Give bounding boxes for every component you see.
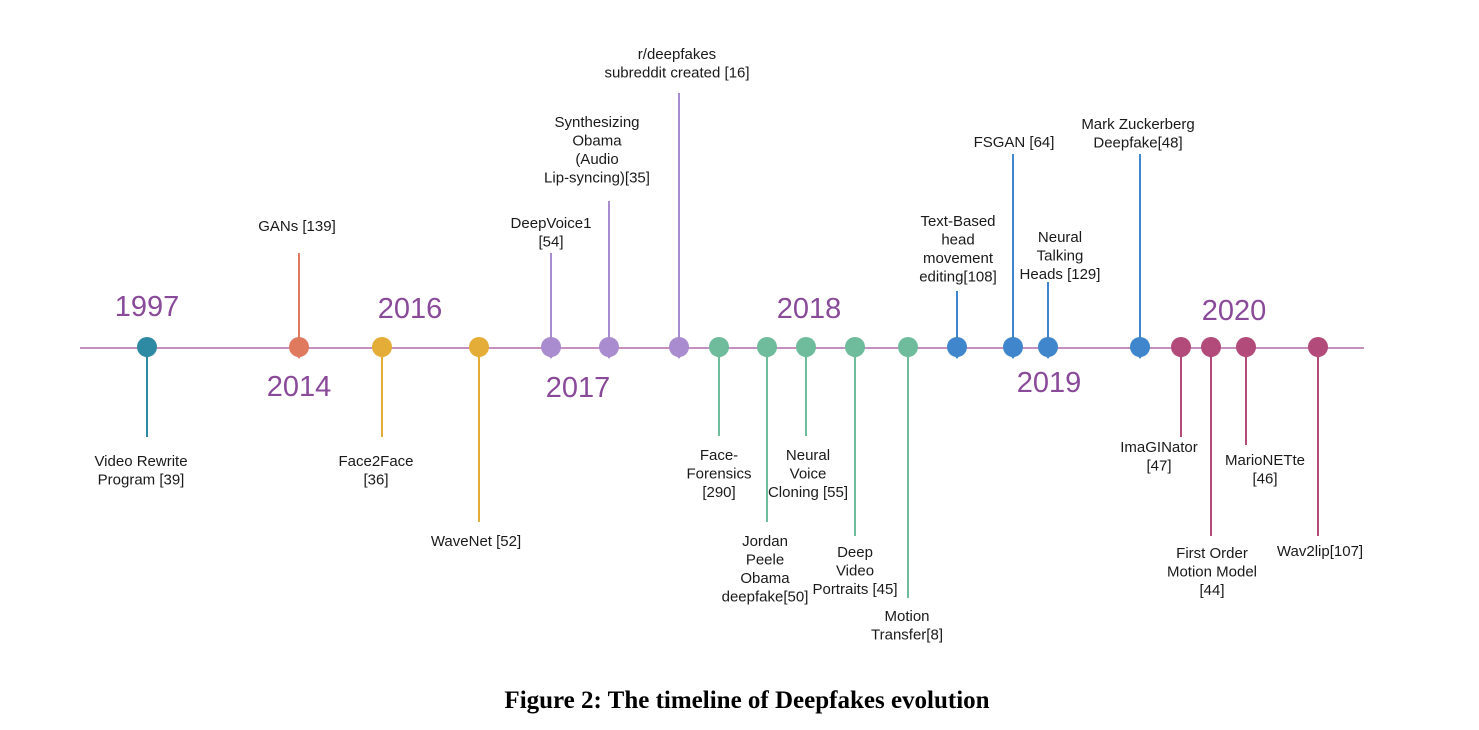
event-label: DeepVoice1 [54] xyxy=(511,215,592,251)
event-label-line: [44] xyxy=(1199,582,1224,599)
event-label-line: editing[108] xyxy=(919,269,997,286)
event-label: WaveNet [52] xyxy=(431,533,521,550)
event-marker xyxy=(947,337,967,357)
event-label-line: Face2Face xyxy=(338,453,413,470)
event-marker xyxy=(1236,337,1256,357)
event-label-line: Peele xyxy=(746,552,784,569)
event-label-line: r/deepfakes xyxy=(638,46,716,63)
event-label-line: GANs [139] xyxy=(258,218,336,235)
event-label: GANs [139] xyxy=(258,218,336,235)
year-label: 2019 xyxy=(1017,367,1082,399)
year-label: 2018 xyxy=(777,293,842,325)
event-label-line: Portraits [45] xyxy=(812,581,897,598)
event-marker xyxy=(1003,337,1023,357)
event-marker xyxy=(1308,337,1328,357)
event-label: Face2Face [36] xyxy=(338,453,413,489)
year-label: 2016 xyxy=(378,293,443,325)
event-label-line: Deep xyxy=(837,544,873,561)
event-label: r/deepfakes subreddit created [16] xyxy=(604,46,749,82)
event-label-line: [36] xyxy=(363,472,388,489)
year-label: 2020 xyxy=(1202,295,1267,327)
event-marker xyxy=(669,337,689,357)
event-label-line: Text-Based xyxy=(920,213,995,230)
event-label-line: Program [39] xyxy=(98,472,185,489)
event-label-line: Obama xyxy=(740,570,790,587)
event-label-line: [46] xyxy=(1252,471,1277,488)
event-label-line: MarioNETte xyxy=(1225,452,1305,469)
event-marker xyxy=(1038,337,1058,357)
event-marker xyxy=(1130,337,1150,357)
event-label-line: Video xyxy=(836,563,874,580)
year-label: 2017 xyxy=(546,372,611,404)
event-marker xyxy=(137,337,157,357)
event-label-line: Synthesizing xyxy=(554,114,639,131)
event-label-line: Transfer[8] xyxy=(871,627,943,644)
event-label: ImaGINator [47] xyxy=(1120,439,1198,475)
event-marker xyxy=(469,337,489,357)
event-label-line: Obama xyxy=(572,133,622,150)
event-label-line: Video Rewrite xyxy=(94,453,187,470)
event-label-line: Motion xyxy=(884,608,929,625)
event-label-line: FSGAN [64] xyxy=(974,134,1055,151)
event-label-line: (Audio xyxy=(575,151,618,168)
year-label: 1997 xyxy=(115,291,180,323)
event-label: Wav2lip[107] xyxy=(1277,543,1363,560)
event-marker xyxy=(1171,337,1191,357)
event-label-line: Face- xyxy=(700,447,738,464)
event-label: FSGAN [64] xyxy=(974,134,1055,151)
event-label-line: Wav2lip[107] xyxy=(1277,543,1363,560)
event-label-line: Neural xyxy=(1038,229,1082,246)
event-label-line: [290] xyxy=(702,484,735,501)
event-label-line: Deepfake[48] xyxy=(1093,135,1182,152)
event-label-line: Jordan xyxy=(742,533,788,550)
event-label: MarioNETte [46] xyxy=(1225,452,1305,488)
event-label-line: Heads [129] xyxy=(1020,266,1101,283)
event-marker xyxy=(796,337,816,357)
event-label-line: Neural xyxy=(786,447,830,464)
event-label-line: [47] xyxy=(1146,458,1171,475)
event-label-line: subreddit created [16] xyxy=(604,65,749,82)
figure-caption: Figure 2: The timeline of Deepfakes evol… xyxy=(504,687,989,714)
event-label-line: Talking xyxy=(1037,248,1084,265)
event-label: Face- Forensics[290] xyxy=(686,447,751,501)
event-label-line: Lip-syncing)[35] xyxy=(544,170,650,187)
event-label-line: head xyxy=(941,232,974,249)
event-label-line: First Order xyxy=(1176,545,1248,562)
event-label-line: ImaGINator xyxy=(1120,439,1198,456)
event-label-line: Mark Zuckerberg xyxy=(1081,116,1194,133)
event-marker xyxy=(898,337,918,357)
event-marker xyxy=(599,337,619,357)
event-label-line: Cloning [55] xyxy=(768,484,848,501)
event-marker xyxy=(845,337,865,357)
year-label: 2014 xyxy=(267,371,332,403)
event-label-line: Voice xyxy=(790,466,827,483)
event-marker xyxy=(372,337,392,357)
event-label-line: Forensics xyxy=(686,466,751,483)
event-label-line: [54] xyxy=(538,234,563,251)
event-marker xyxy=(541,337,561,357)
event-marker xyxy=(757,337,777,357)
event-label-line: deepfake[50] xyxy=(722,589,809,606)
event-marker xyxy=(289,337,309,357)
event-marker xyxy=(709,337,729,357)
event-marker xyxy=(1201,337,1221,357)
event-label-line: DeepVoice1 xyxy=(511,215,592,232)
event-label-line: Motion Model xyxy=(1167,564,1257,581)
event-label-line: movement xyxy=(923,250,994,267)
event-label-line: WaveNet [52] xyxy=(431,533,521,550)
